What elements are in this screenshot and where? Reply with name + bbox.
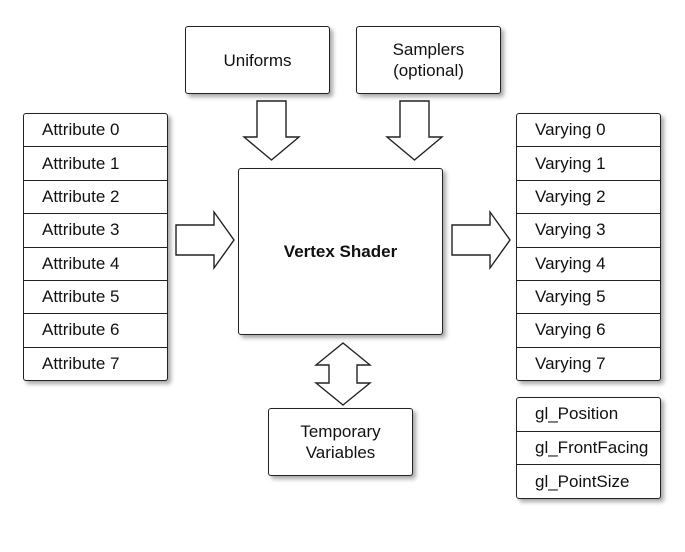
varying-row: Varying 0 xyxy=(517,114,660,148)
vertex-shader-label: Vertex Shader xyxy=(283,242,398,261)
attribute-row: Attribute 4 xyxy=(24,248,167,281)
builtin-row: gl_PointSize xyxy=(535,471,630,491)
builtin-row: gl_FrontFacing xyxy=(517,432,660,466)
vertex-shader-box: Vertex Shader xyxy=(238,168,443,335)
variables-label: Variables xyxy=(305,443,376,462)
attribute-row: Attribute 3 xyxy=(24,214,167,248)
varyings-list: Varying 0 Varying 1 Varying 2 Varying 3 … xyxy=(516,113,661,381)
attribute-row: Attribute 6 xyxy=(24,314,167,348)
varying-row: Varying 5 xyxy=(517,281,660,315)
varyings-right-arrow xyxy=(451,209,511,271)
uniforms-label: Uniforms xyxy=(223,50,292,70)
varying-row: Varying 6 xyxy=(517,314,660,348)
temporary-double-arrow xyxy=(314,342,372,406)
varying-row: Varying 2 xyxy=(517,181,660,215)
varying-row: Varying 3 xyxy=(517,214,660,248)
attribute-row: Attribute 5 xyxy=(24,281,167,315)
temporary-variables-box: Temporary Variables xyxy=(268,408,413,476)
samplers-optional-label: (optional) xyxy=(393,61,464,80)
samplers-down-arrow xyxy=(385,100,444,161)
attributes-right-arrow xyxy=(175,209,235,271)
samplers-label: Samplers xyxy=(392,40,465,59)
builtin-outputs-list: gl_Position gl_FrontFacing gl_PointSize xyxy=(516,397,661,499)
attribute-row: Attribute 7 xyxy=(42,353,120,373)
varying-row: Varying 1 xyxy=(517,147,660,181)
attribute-row: Attribute 2 xyxy=(24,181,167,215)
attributes-list: Attribute 0 Attribute 1 Attribute 2 Attr… xyxy=(23,113,168,381)
uniforms-box: Uniforms xyxy=(185,26,330,94)
attribute-row: Attribute 1 xyxy=(24,147,167,181)
varying-row: Varying 4 xyxy=(517,248,660,281)
temporary-label: Temporary xyxy=(300,422,381,441)
builtin-row: gl_Position xyxy=(517,398,660,432)
samplers-box: Samplers (optional) xyxy=(356,26,501,94)
varying-row: Varying 7 xyxy=(535,353,606,373)
attribute-row: Attribute 0 xyxy=(24,114,167,148)
uniforms-down-arrow xyxy=(242,100,301,161)
